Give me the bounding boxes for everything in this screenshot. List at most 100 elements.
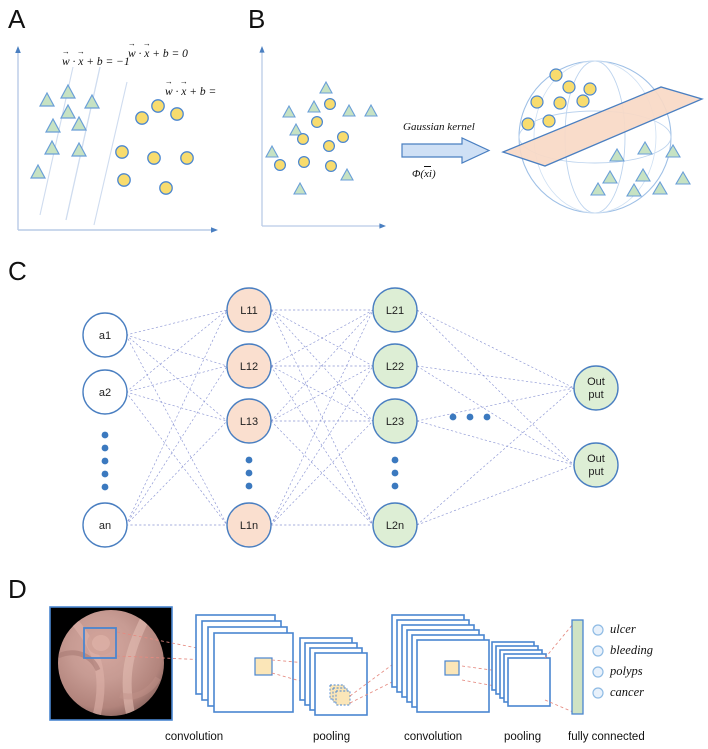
node-l13[interactable] <box>226 398 272 444</box>
class-bullet-icon <box>592 666 604 678</box>
kernel-patch <box>444 660 460 676</box>
data-point-triangle <box>43 139 61 155</box>
x-axis-arrow <box>211 227 218 233</box>
mucosa-folds <box>58 610 161 716</box>
output-layer: Out put Out put <box>573 365 619 488</box>
data-point-triangle <box>364 103 378 117</box>
panel-b-sphere <box>501 60 704 214</box>
decision-boundary-line <box>65 66 101 221</box>
feature-map <box>213 632 294 713</box>
data-point-circle <box>542 114 556 128</box>
data-point-triangle <box>307 99 321 113</box>
node-label: L13 <box>240 416 258 428</box>
data-point-circle <box>530 95 544 109</box>
conv-block-1 <box>195 614 294 713</box>
node-an[interactable] <box>82 502 128 548</box>
data-point-circle <box>117 173 131 187</box>
x-axis-arrow <box>379 223 386 229</box>
data-point-triangle <box>609 147 625 162</box>
data-point-triangle <box>602 169 618 184</box>
class-bullet-icon <box>592 687 604 699</box>
data-point-triangle <box>59 103 77 119</box>
phi-label: Φ(xi) <box>412 166 436 180</box>
node-label: L21 <box>386 305 404 317</box>
margin-line-positive <box>93 81 128 226</box>
kernel-patch <box>254 657 273 676</box>
equation-decision-boundary: w · x + b = 0 <box>128 48 188 60</box>
data-point-triangle <box>282 104 296 118</box>
panel-d-pipeline: .card{fill:#ffffff;stroke:#4a86d0;stroke… <box>49 606 604 721</box>
input-ellipsis <box>101 431 109 491</box>
data-point-circle <box>549 68 563 82</box>
data-point-triangle <box>665 143 681 158</box>
arrow-shape <box>401 137 491 164</box>
class-bullets <box>592 624 604 699</box>
node-output-2[interactable] <box>573 442 619 488</box>
panel-letter-a: A <box>8 4 26 34</box>
node-a2[interactable] <box>82 369 128 415</box>
data-point-triangle <box>637 140 653 155</box>
data-point-circle <box>296 132 309 145</box>
node-l11[interactable] <box>226 287 272 333</box>
panel-letter-d: D <box>8 574 27 604</box>
data-point-triangle <box>635 167 651 182</box>
panel-letter-b: B <box>248 4 266 34</box>
data-point-triangle <box>59 83 77 99</box>
data-point-triangle <box>29 163 47 179</box>
data-point-circle <box>170 107 184 121</box>
data-point-triangle <box>319 80 333 94</box>
stage-label-pooling-1: pooling <box>313 731 351 743</box>
node-label: L1n <box>240 520 258 532</box>
edges-input-hidden1 <box>125 309 228 526</box>
data-point-circle <box>297 155 310 168</box>
data-point-circle <box>180 151 194 165</box>
separating-hyperplane <box>501 86 704 167</box>
input-layer: a1 a2 an <box>82 312 128 548</box>
data-point-triangle <box>293 181 307 195</box>
data-point-triangle <box>675 170 691 185</box>
node-label: a1 <box>99 330 111 342</box>
sphere-circle-group <box>521 68 597 131</box>
data-point-triangle <box>70 141 88 157</box>
node-label: L11 <box>240 305 258 317</box>
node-label: L12 <box>240 361 258 373</box>
sphere-triangle-group <box>590 140 691 197</box>
data-point-triangle <box>626 182 642 197</box>
node-label: L23 <box>386 416 404 428</box>
data-point-triangle <box>342 103 356 117</box>
region-of-interest-box[interactable] <box>83 627 117 659</box>
node-label: Out <box>587 376 605 388</box>
panel-letter-c: C <box>8 256 27 286</box>
class-label-cancer: cancer <box>610 685 645 699</box>
node-l2n[interactable] <box>372 502 418 548</box>
y-axis-arrow <box>15 46 21 53</box>
sphere-meridian <box>533 60 657 214</box>
node-l23[interactable] <box>372 398 418 444</box>
data-point-triangle <box>44 117 62 133</box>
conv-block-2 <box>391 614 490 713</box>
data-point-triangle <box>340 167 354 181</box>
node-l12[interactable] <box>226 343 272 389</box>
trace-lines-5 <box>544 623 574 713</box>
node-label: an <box>99 520 111 532</box>
data-point-circle <box>135 111 149 125</box>
edges-hidden1-hidden2 <box>270 309 374 526</box>
stage-label-pooling-2: pooling <box>504 731 542 743</box>
class-label-polyps: polyps <box>610 664 643 678</box>
data-point-circle <box>147 151 161 165</box>
node-label: Out <box>587 453 605 465</box>
data-point-circle <box>274 158 287 171</box>
node-l21[interactable] <box>372 287 418 333</box>
data-point-triangle <box>70 115 88 131</box>
node-l22[interactable] <box>372 343 418 389</box>
data-point-triangle <box>289 122 303 136</box>
node-output-1[interactable] <box>573 365 619 411</box>
node-label: put <box>588 389 603 401</box>
node-a1[interactable] <box>82 312 128 358</box>
data-point-circle <box>521 117 535 131</box>
feature-map <box>507 657 551 707</box>
sphere-equator <box>518 110 672 164</box>
pool-block-1 <box>299 637 368 716</box>
transform-arrow <box>401 137 491 164</box>
node-l1n[interactable] <box>226 502 272 548</box>
